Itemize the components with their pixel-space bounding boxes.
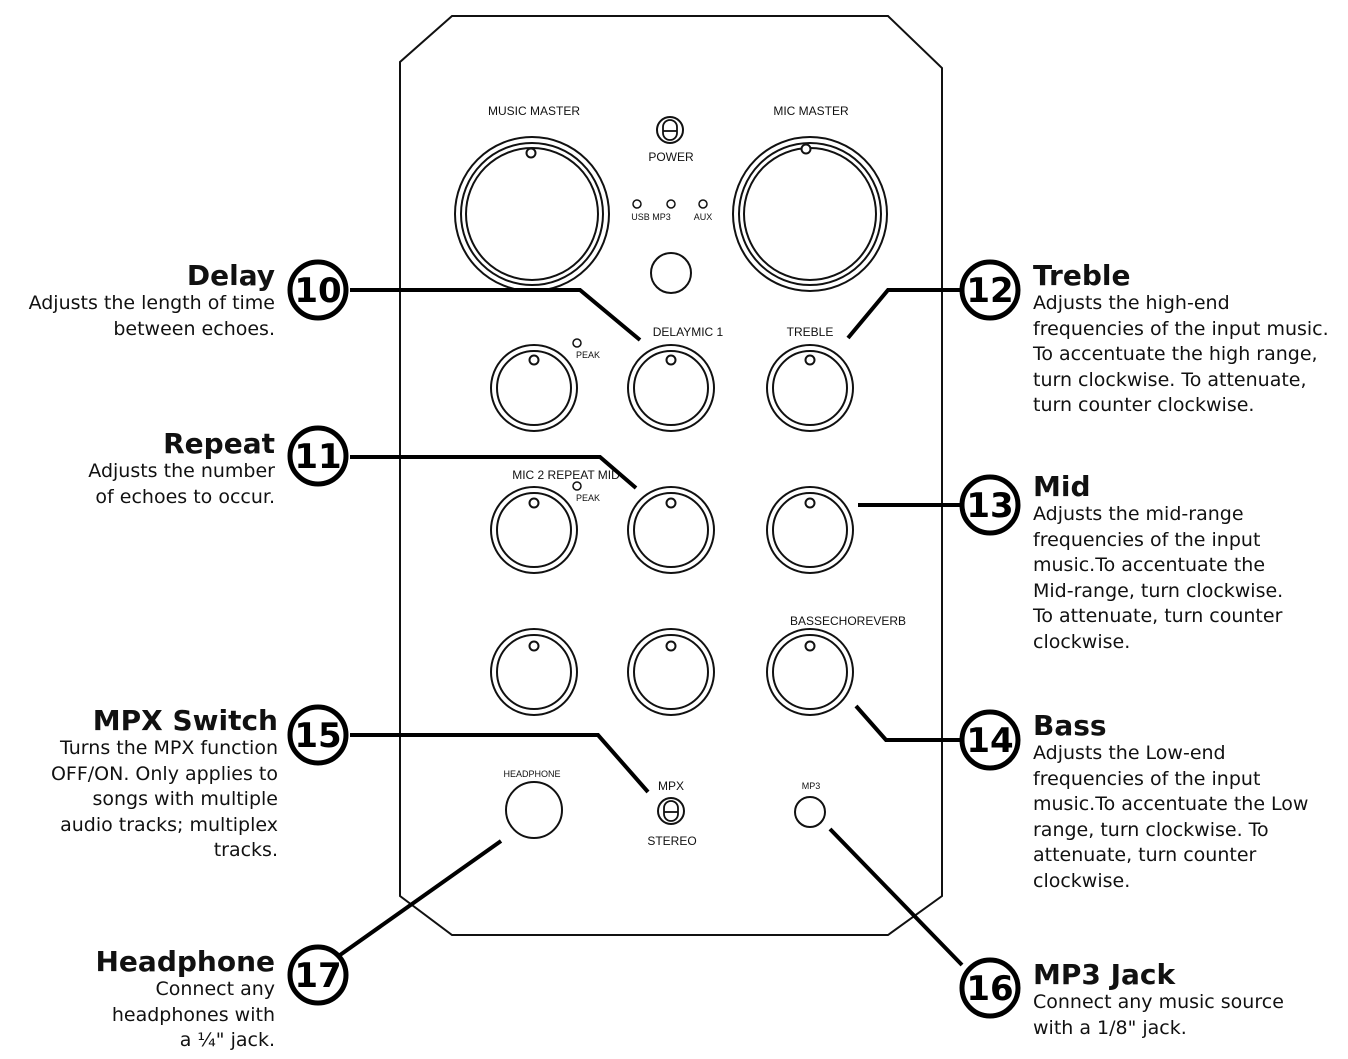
badge-13: 13 (959, 474, 1021, 536)
callout-mp3-jack: MP3 Jack Connect any music source with a… (1033, 960, 1345, 1041)
echo-knob[interactable] (490, 628, 578, 716)
peak-led-2 (572, 481, 582, 491)
svg-text:10: 10 (294, 271, 341, 311)
mic-master-label: MIC MASTER (773, 104, 849, 118)
aux-led (698, 199, 708, 209)
badge-11: 11 (287, 425, 349, 487)
callout-description: Adjusts the mid-range frequencies of the… (1033, 503, 1284, 653)
callout-description: Adjusts the number of echoes to occur. (88, 460, 275, 508)
leader-line-15 (350, 733, 650, 794)
svg-text:16: 16 (966, 969, 1013, 1009)
mp3-jack[interactable] (794, 796, 826, 828)
headphone-label: HEADPHONE (503, 769, 560, 779)
leader-line-10 (350, 288, 642, 342)
callout-title: Delay (186, 259, 275, 292)
leader-line-14 (854, 704, 960, 742)
peak-label-1: PEAK (576, 350, 600, 360)
bass-echo-reverb-label: BASSECHOREVERB (790, 614, 906, 628)
leader-line-17 (338, 839, 503, 957)
callout-delay: Delay Adjusts the length of time between… (0, 261, 275, 342)
svg-text:11: 11 (294, 437, 341, 477)
leader-line-11 (350, 455, 638, 490)
mp3-led (666, 199, 676, 209)
music-master-knob[interactable] (454, 136, 610, 292)
repeat-knob[interactable] (627, 486, 715, 574)
power-label: POWER (648, 150, 694, 164)
callout-description: Adjusts the length of time between echoe… (28, 292, 275, 340)
mpx-switch[interactable] (657, 797, 685, 825)
peak-label-2: PEAK (576, 493, 600, 503)
callout-title: Bass (1033, 709, 1107, 742)
svg-text:13: 13 (966, 486, 1013, 526)
reverb-knob[interactable] (627, 628, 715, 716)
music-master-label: MUSIC MASTER (488, 104, 580, 118)
callout-title: Mid (1033, 470, 1091, 503)
callout-mid: Mid Adjusts the mid-range frequencies of… (1033, 472, 1345, 655)
aux-label: AUX (694, 212, 713, 222)
bass-knob[interactable] (766, 628, 854, 716)
callout-description: Turns the MPX function OFF/ON. Only appl… (50, 737, 278, 861)
badge-10: 10 (287, 259, 349, 321)
leader-line-12 (846, 288, 960, 340)
headphone-jack[interactable] (505, 781, 563, 839)
mpx-label: MPX (658, 779, 684, 793)
callout-title: MP3 Jack (1033, 958, 1176, 991)
mid-knob[interactable] (766, 486, 854, 574)
mic-master-knob[interactable] (732, 136, 888, 292)
callout-title: Headphone (95, 945, 276, 978)
treble-label: TREBLE (787, 325, 834, 339)
mic1-volume-knob[interactable] (490, 344, 578, 432)
stereo-label: STEREO (647, 834, 696, 848)
callout-repeat: Repeat Adjusts the number of echoes to o… (0, 429, 275, 510)
peak-led-1 (572, 338, 582, 348)
usb-mp3-label: USB MP3 (631, 212, 671, 222)
callout-title: Treble (1033, 259, 1131, 292)
callout-title: Repeat (163, 427, 275, 460)
treble-knob[interactable] (766, 344, 854, 432)
callout-description: Connect any music source with a 1/8" jac… (1033, 991, 1284, 1039)
callout-bass: Bass Adjusts the Low-end frequencies of … (1033, 711, 1345, 894)
badge-17: 17 (287, 944, 349, 1006)
callout-headphone: Headphone Connect any headphones with a … (0, 945, 276, 1054)
mic2-repeat-mid-label: MIC 2 REPEAT MID (512, 468, 620, 482)
badge-12: 12 (959, 259, 1021, 321)
delay-knob[interactable] (627, 344, 715, 432)
power-switch[interactable] (656, 116, 684, 144)
callout-mpx-switch: MPX Switch Turns the MPX function OFF/ON… (0, 706, 278, 864)
callout-description: Connect any headphones with a ¼" jack. (111, 978, 275, 1051)
leader-line-16 (828, 827, 964, 967)
usb-led (632, 199, 642, 209)
badge-14: 14 (959, 709, 1021, 771)
source-select-button[interactable] (650, 252, 692, 294)
callout-description: Adjusts the high-end frequencies of the … (1033, 292, 1329, 416)
callout-description: Adjusts the Low-end frequencies of the i… (1033, 742, 1309, 892)
badge-16: 16 (959, 957, 1021, 1019)
callout-title: MPX Switch (92, 704, 278, 737)
svg-text:17: 17 (294, 956, 341, 996)
svg-text:15: 15 (294, 716, 341, 756)
svg-text:12: 12 (966, 271, 1013, 311)
panel-outline (399, 15, 943, 936)
leader-lines (338, 288, 964, 967)
svg-text:14: 14 (966, 721, 1013, 761)
delay-mic1-label: DELAYMIC 1 (653, 325, 724, 339)
mic2-volume-knob[interactable] (490, 486, 578, 574)
callout-treble: Treble Adjusts the high-end frequencies … (1033, 261, 1345, 419)
mp3-label: MP3 (802, 781, 821, 791)
badge-15: 15 (287, 704, 349, 766)
